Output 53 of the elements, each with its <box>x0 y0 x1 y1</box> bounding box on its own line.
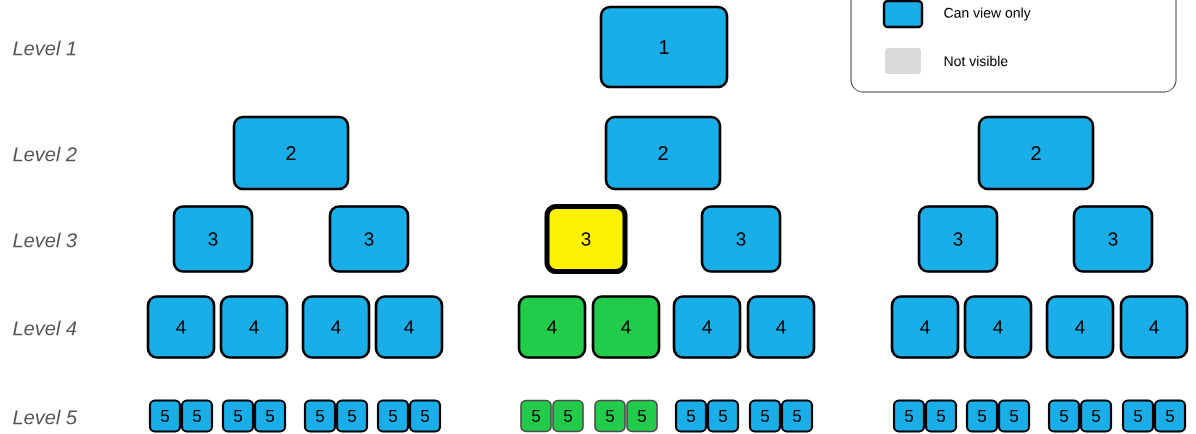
level-label: Level 1 <box>13 40 76 56</box>
level-label: Level 3 <box>13 232 77 248</box>
level-box: 2 <box>977 115 1095 191</box>
level-box: 3 <box>1072 205 1154 273</box>
level-box: 4 <box>672 295 742 359</box>
level-box: 4 <box>1045 295 1115 359</box>
level-box: 5 <box>626 399 658 433</box>
level-box: 5 <box>335 399 369 433</box>
legend-label: Not visible <box>944 55 1008 67</box>
level-box: 3 <box>700 205 782 273</box>
level-box: 4 <box>517 295 587 359</box>
level-label: Level 2 <box>13 146 77 162</box>
level-box: 5 <box>780 399 814 433</box>
level-box: 4 <box>1119 295 1189 359</box>
level-box: 5 <box>148 399 182 433</box>
legend-label: Can view only <box>944 7 1031 21</box>
level-box: 3 <box>328 205 410 273</box>
level-box: 5 <box>748 399 782 433</box>
level-label: Level 5 <box>13 409 78 425</box>
level-box: 4 <box>890 295 960 359</box>
level-box: 3 <box>544 204 628 274</box>
level-box: 3 <box>172 205 254 273</box>
level-box: 5 <box>376 399 410 433</box>
level-label: Level 4 <box>13 320 77 336</box>
level-box: 5 <box>1047 399 1081 433</box>
level-box: 5 <box>303 399 337 433</box>
level-box: 2 <box>604 115 722 191</box>
level-box: 5 <box>892 399 926 433</box>
level-box: 5 <box>1153 399 1187 433</box>
level-box: 4 <box>746 295 816 359</box>
level-box: 4 <box>591 295 661 359</box>
level-box: 3 <box>917 205 999 273</box>
level-box: 5 <box>221 399 255 433</box>
level-box: 5 <box>674 399 708 433</box>
level-box: 5 <box>520 399 552 433</box>
level-box: 1 <box>599 5 729 89</box>
level-box: 4 <box>301 295 371 359</box>
level-box: 4 <box>963 295 1033 359</box>
level-box: 5 <box>924 399 958 433</box>
level-box: 5 <box>965 399 999 433</box>
level-box: 4 <box>219 295 289 359</box>
level-box: 5 <box>180 399 214 433</box>
level-box: 5 <box>1079 399 1113 433</box>
level-box: 2 <box>232 115 350 191</box>
level-box: 5 <box>1121 399 1155 433</box>
level-box: 5 <box>594 399 626 433</box>
level-box: 5 <box>706 399 740 433</box>
level-box: 5 <box>253 399 287 433</box>
level-box: 5 <box>997 399 1031 433</box>
level-box: 4 <box>374 295 444 359</box>
level-box: 4 <box>146 295 216 359</box>
level-box: 5 <box>552 399 584 433</box>
level-box: 5 <box>408 399 442 433</box>
